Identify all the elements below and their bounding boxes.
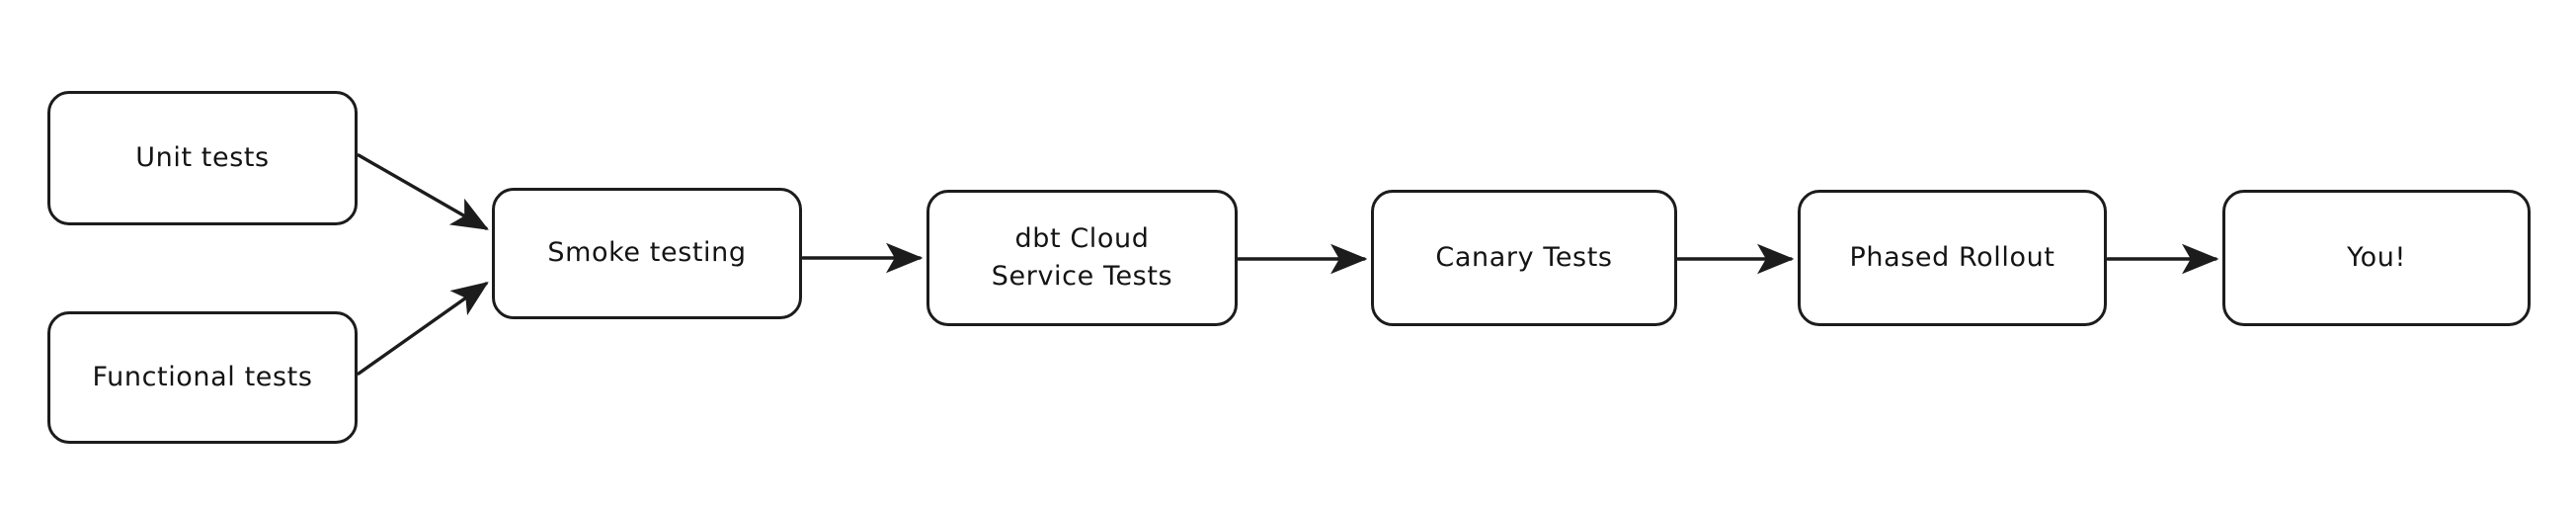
node-you[interactable]: You!: [2222, 190, 2531, 326]
node-smoke-testing[interactable]: Smoke testing: [492, 188, 802, 319]
edge-unit-to-smoke: [357, 153, 489, 230]
node-label-unit-tests: Unit tests: [135, 141, 270, 173]
node-canary-tests[interactable]: Canary Tests: [1371, 190, 1677, 326]
node-dbt-cloud-service-tests[interactable]: dbt Cloud Service Tests: [926, 190, 1238, 326]
node-phased-rollout[interactable]: Phased Rollout: [1798, 190, 2107, 326]
node-label-dbt-cloud-service-tests: dbt Cloud Service Tests: [991, 222, 1173, 292]
node-label-phased-rollout: Phased Rollout: [1849, 241, 2055, 273]
node-label-canary-tests: Canary Tests: [1435, 241, 1613, 273]
node-label-functional-tests: Functional tests: [92, 361, 313, 392]
node-label-you: You!: [2347, 241, 2406, 273]
node-unit-tests[interactable]: Unit tests: [47, 91, 358, 225]
node-label-smoke-testing: Smoke testing: [547, 237, 747, 269]
edge-functional-to-smoke: [357, 282, 489, 376]
node-functional-tests[interactable]: Functional tests: [47, 311, 358, 444]
